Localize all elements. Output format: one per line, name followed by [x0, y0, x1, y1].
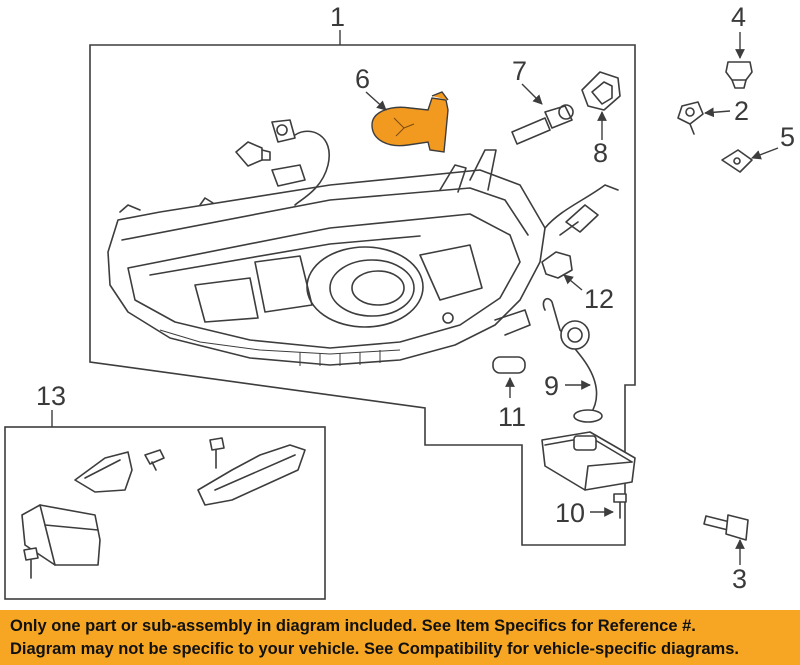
callout-10: 10 [555, 498, 585, 528]
igniter-harness [542, 298, 603, 423]
side-bulb-left [235, 141, 271, 167]
bracket-set [21, 437, 306, 579]
callout-5: 5 [780, 122, 795, 152]
callout-2: 2 [734, 96, 749, 126]
callout-4: 4 [731, 2, 746, 32]
wire-harness-right [544, 184, 619, 229]
leader-7 [521, 83, 543, 105]
leader-5 [751, 147, 779, 160]
headlamp-assembly [107, 149, 546, 366]
wedge-bulb [492, 356, 526, 374]
ballast-module [541, 431, 636, 519]
callout-7: 7 [512, 56, 527, 86]
headlamp-bulb [511, 104, 574, 145]
socket-connector [271, 119, 306, 187]
parts-diagram: 1 6 7 8 4 2 5 12 9 11 10 3 13 [4, 2, 795, 600]
clip-nut [721, 149, 753, 173]
leader-6 [365, 91, 387, 111]
leader-12 [563, 274, 583, 291]
turn-signal-bulb [371, 91, 449, 153]
wire-harness [294, 130, 331, 206]
callout-3: 3 [732, 564, 747, 594]
banner-line-2: Diagram may not be specific to your vehi… [10, 640, 739, 658]
callout-6: 6 [355, 64, 370, 94]
callout-12: 12 [584, 284, 614, 314]
callout-1: 1 [330, 2, 345, 32]
banner-line-1: Only one part or sub-assembly in diagram… [10, 617, 696, 635]
small-bulb [541, 204, 599, 279]
bulb-cap [581, 71, 621, 111]
callout-8: 8 [593, 138, 608, 168]
callout-11: 11 [498, 402, 526, 432]
callout-13: 13 [36, 381, 66, 411]
mounting-bolt [703, 514, 749, 541]
leader-2 [704, 107, 731, 118]
subassembly-frame [4, 426, 326, 600]
assembly-frame [89, 44, 636, 546]
screw [677, 101, 704, 135]
disclaimer-banner: Only one part or sub-assembly in diagram… [0, 610, 800, 665]
callout-9: 9 [544, 371, 559, 401]
retainer-clip [725, 61, 753, 89]
